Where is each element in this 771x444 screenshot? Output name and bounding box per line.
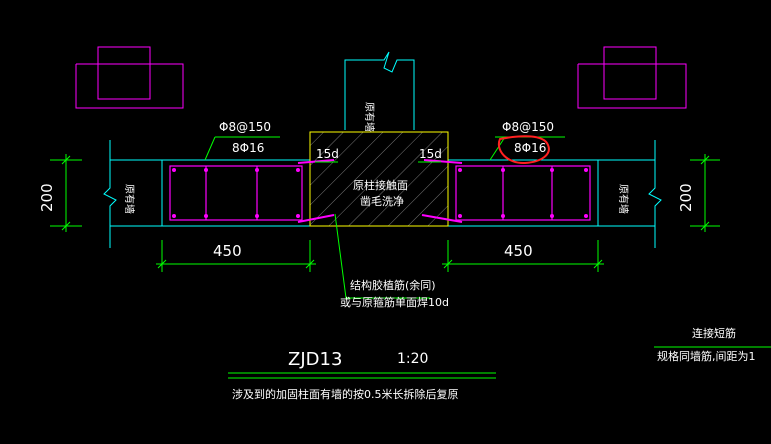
break-line-right [648, 140, 662, 248]
drawing-note: 涉及到的加固柱面有墙的按0.5米长拆除后复原 [232, 387, 459, 401]
highlight-circle [497, 135, 550, 165]
right-width-dim: 450 [504, 242, 533, 260]
column-label-line1: 原柱接触面 [353, 178, 408, 192]
right-wall-label: 原有墙 [617, 184, 630, 214]
left-beam-outline [161, 159, 311, 227]
column-label-line2: 凿毛洗净 [360, 194, 404, 208]
side-note-title: 连接短筋 [692, 326, 736, 340]
section-marker-right [577, 46, 687, 109]
right-main-bar-label: 8Φ16 [514, 141, 546, 155]
right-stirrup-label: Φ8@150 [502, 120, 554, 134]
rebar-dot [550, 168, 554, 172]
column [309, 131, 449, 227]
rebar-dot [172, 168, 176, 172]
rebar-dot [458, 168, 462, 172]
leader-note-line1: 结构胶植筋(余同) [350, 278, 436, 292]
rebar-dot [172, 214, 176, 218]
left-wall-label: 原有墙 [123, 184, 136, 214]
drawing-title: ZJD13 [288, 349, 342, 370]
leader-note-line2: 或与原箍筋单面焊10d [340, 295, 449, 309]
left-height-dim: 200 [38, 183, 56, 212]
top-wall-outline [344, 51, 415, 130]
marker-outer-box-left [75, 63, 184, 109]
right-anchor-label: 15d [419, 147, 442, 161]
rebar-dot [501, 214, 505, 218]
column-hatch [309, 131, 449, 227]
main-outline [103, 51, 662, 248]
marker-outer-box-right [577, 63, 687, 109]
top-wall-label: 原有墙 [363, 102, 376, 132]
marker-inner-box-right [603, 46, 657, 100]
right-beam-outline [447, 159, 599, 227]
drawing-scale: 1:20 [397, 351, 428, 367]
side-note-text: 规格同墙筋,间距为1 [657, 349, 756, 363]
rebar-dot [255, 214, 259, 218]
section-marker-left [75, 46, 184, 109]
left-stirrup-label: Φ8@150 [219, 120, 271, 134]
rebar-dot [296, 168, 300, 172]
rebar-dot [458, 214, 462, 218]
rebar-dot [584, 168, 588, 172]
break-line-left [103, 140, 117, 248]
left-beam-rebar [169, 159, 335, 223]
left-beam-bars [172, 168, 300, 218]
rebar-dot [584, 214, 588, 218]
rebar-dot [550, 214, 554, 218]
rebar-dot [204, 214, 208, 218]
rebar-dot [501, 168, 505, 172]
left-width-dim: 450 [213, 242, 242, 260]
rebar-dot [255, 168, 259, 172]
right-height-dim: 200 [677, 183, 695, 212]
marker-inner-box-left [97, 46, 151, 100]
left-anchor-label: 15d [316, 147, 339, 161]
dimensions [50, 136, 771, 379]
rebar-dot [204, 168, 208, 172]
right-beam-bars [458, 168, 588, 218]
rebar-dot [296, 214, 300, 218]
left-main-bar-label: 8Φ16 [232, 141, 264, 155]
right-beam-rebar [421, 159, 591, 223]
